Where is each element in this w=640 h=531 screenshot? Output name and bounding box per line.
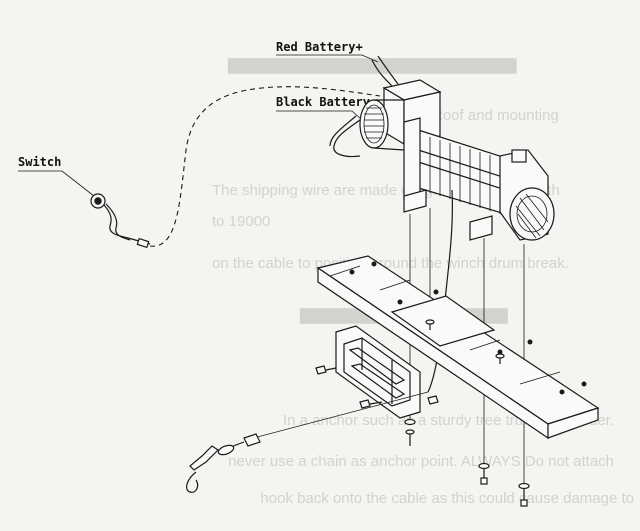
label-switch: Switch bbox=[18, 155, 95, 197]
bleed-through-text: ▇▇▇▇▇▇▇▇▇▇▇▇▇▇▇▇▇▇▇▇▇▇▇▇▇ Roof and mount… bbox=[212, 57, 634, 507]
winch-foot-left bbox=[403, 189, 427, 213]
ghost-line-6: never use a chain as anchor point. ALWAY… bbox=[228, 453, 614, 470]
svg-text:Red Battery+: Red Battery+ bbox=[276, 40, 363, 54]
bolt bbox=[425, 319, 435, 330]
washer bbox=[404, 418, 416, 446]
mounting-plate bbox=[316, 255, 600, 440]
switch-control-lead bbox=[149, 86, 381, 247]
svg-text:Switch: Switch bbox=[18, 155, 61, 169]
bolts-and-nuts bbox=[315, 319, 530, 507]
winch-motor bbox=[359, 99, 405, 151]
ghost-line-1: Roof and mounting bbox=[432, 107, 559, 124]
label-red-battery: Red Battery+ bbox=[276, 40, 379, 63]
roller-fairlead bbox=[335, 325, 421, 419]
bolt bbox=[518, 482, 530, 507]
plate-holes bbox=[349, 261, 587, 395]
winch-drum bbox=[411, 127, 513, 217]
remote-switch bbox=[90, 193, 151, 249]
svg-text:Black Battery-: Black Battery- bbox=[276, 95, 377, 109]
bolt bbox=[478, 462, 490, 485]
drum-end-plate bbox=[403, 117, 421, 201]
winch-assembly bbox=[359, 79, 555, 393]
battery-cables bbox=[329, 55, 399, 158]
bolt bbox=[359, 399, 383, 409]
ghost-band: ▇▇▇▇▇▇▇▇▇▇▇▇▇▇▇▇▇▇▇▇▇▇▇▇▇ bbox=[227, 57, 517, 74]
bolt bbox=[315, 365, 337, 375]
ghost-line-7: hook back onto the cable as this could c… bbox=[260, 490, 634, 507]
ghost-line-3: to 19000 bbox=[212, 213, 270, 230]
winch-cable-and-hook bbox=[186, 391, 429, 493]
winch-foot-right bbox=[469, 215, 493, 241]
control-box bbox=[382, 79, 442, 146]
ghost-line-4: on the cable to position around the winc… bbox=[212, 255, 569, 272]
bolt bbox=[495, 353, 505, 364]
bolt bbox=[427, 395, 439, 405]
winch-gearbox bbox=[499, 149, 555, 241]
label-black-battery: Black Battery- bbox=[276, 95, 377, 121]
